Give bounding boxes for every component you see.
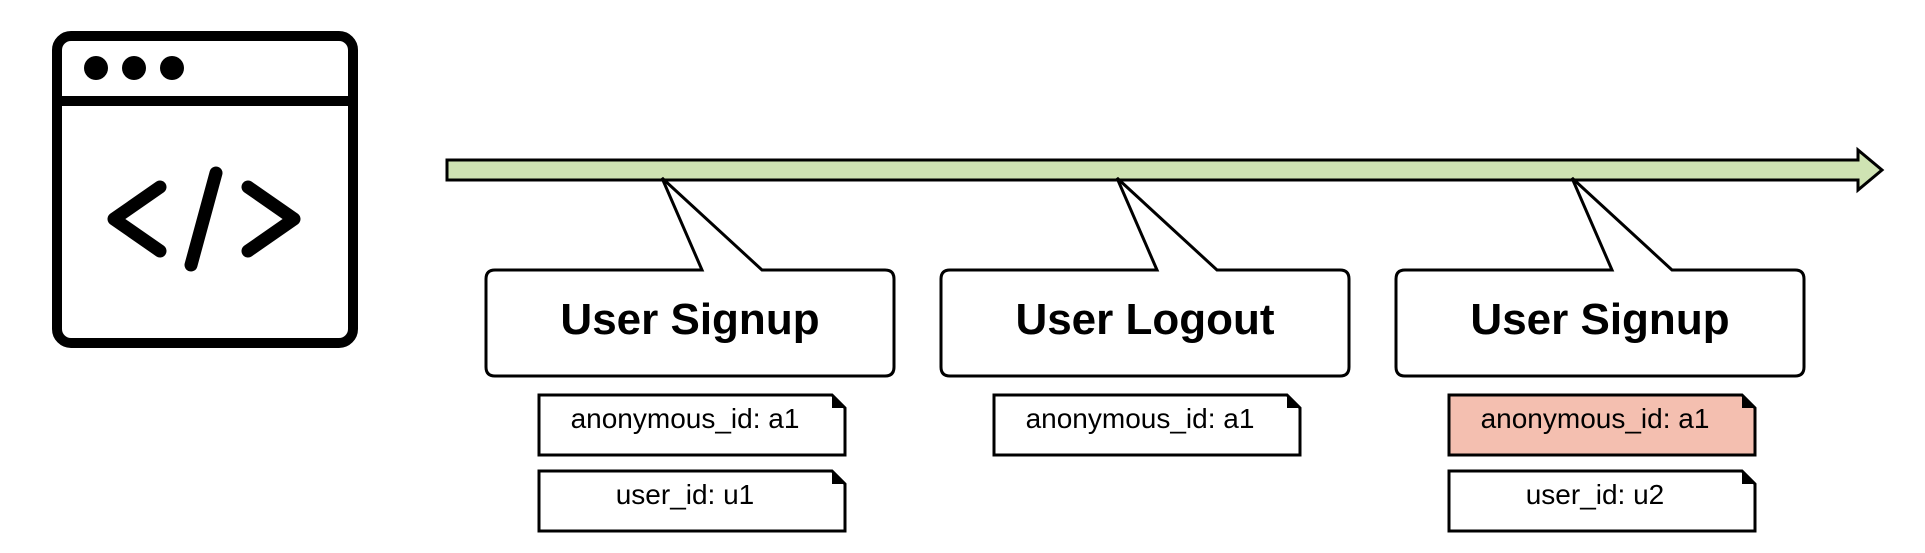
event-note-user-id: user_id: u1	[537, 469, 847, 533]
note-shape	[992, 393, 1302, 457]
event-title: User Logout	[1015, 295, 1274, 344]
callout-bubble	[1394, 176, 1806, 378]
event-note-anonymous-id: anonymous_id: a1	[537, 393, 847, 457]
event-note-anonymous-id: anonymous_id: a1	[992, 393, 1302, 457]
timeline-arrow	[445, 146, 1885, 194]
note-text: user_id: u2	[1526, 479, 1665, 510]
callout-bubble	[939, 176, 1351, 378]
browser-code-window-icon	[52, 31, 358, 348]
note-fold-corner	[1742, 471, 1755, 484]
note-text: anonymous_id: a1	[1481, 403, 1710, 434]
note-shape	[1447, 393, 1757, 457]
note-text: anonymous_id: a1	[1026, 403, 1255, 434]
note-fold-corner	[1287, 395, 1300, 408]
note-text: anonymous_id: a1	[571, 403, 800, 434]
note-text: user_id: u1	[616, 479, 755, 510]
event-note-user-id: user_id: u2	[1447, 469, 1757, 533]
callout-bubble	[484, 176, 896, 378]
note-shape	[1447, 469, 1757, 533]
note-shape	[537, 393, 847, 457]
event-callout-2: User Logout	[939, 176, 1351, 378]
note-fold-corner	[832, 471, 845, 484]
note-shape	[537, 469, 847, 533]
event-callout-3: User Signup	[1394, 176, 1806, 378]
event-note-anonymous-id-highlighted: anonymous_id: a1	[1447, 393, 1757, 457]
event-title: User Signup	[560, 295, 819, 344]
event-title: User Signup	[1470, 295, 1729, 344]
event-callout-1: User Signup	[484, 176, 896, 378]
note-fold-corner	[832, 395, 845, 408]
note-fold-corner	[1742, 395, 1755, 408]
